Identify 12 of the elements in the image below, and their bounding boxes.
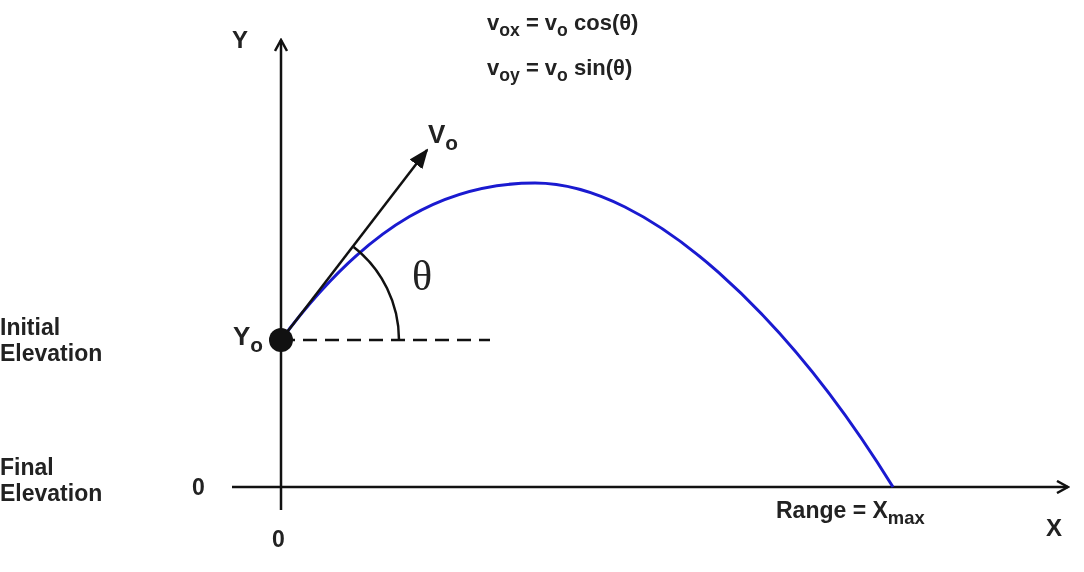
elevation-label: Final Elevation (0, 454, 104, 507)
height-label: Y$_{o}$ (233, 322, 264, 358)
range-label: Range = X$_{max}$ (776, 497, 925, 529)
equation: v$_{ox}$ = v$_{o}$ cos(θ) (487, 10, 639, 41)
vector-label: V$_{o}$ (428, 120, 459, 156)
angle-label: θ (412, 252, 433, 301)
equation: v$_{oy}$ = v$_{o}$ sin(θ) (487, 55, 633, 86)
axis-value: 0 (272, 526, 285, 553)
elevation-label: Initial Elevation (0, 314, 104, 367)
axis-label: X (1046, 514, 1062, 542)
axis-value: 0 (192, 474, 205, 501)
axis-label: Y (232, 26, 248, 54)
